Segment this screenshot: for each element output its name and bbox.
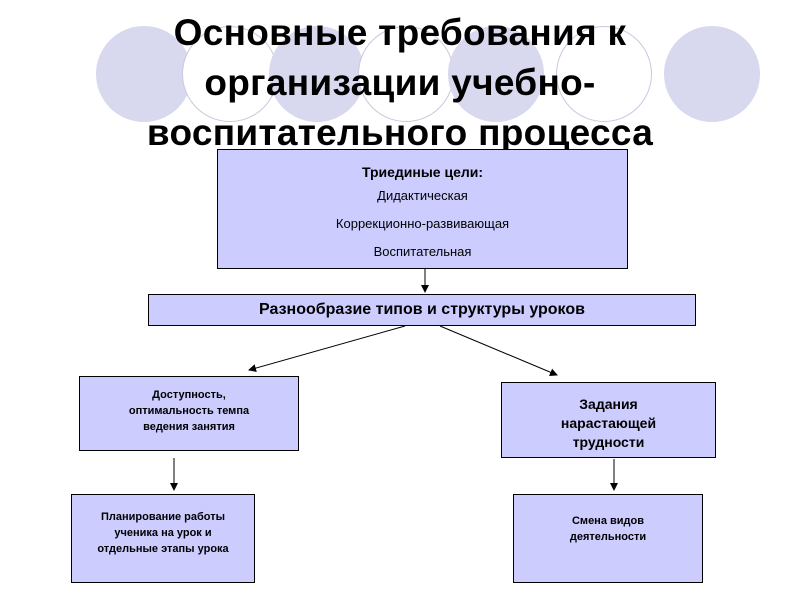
goal-item: Коррекционно-развивающая <box>335 216 510 231</box>
accessibility-line: Доступность, <box>152 389 226 401</box>
title-line-2: организации учебно- <box>204 62 596 103</box>
goal-item: Воспитательная <box>373 244 472 259</box>
activity-box: Смена видов деятельности <box>513 494 703 583</box>
goal-item: Дидактическая <box>377 188 468 203</box>
variety-label: Разнообразие типов и структуры уроков <box>259 301 585 318</box>
decor-circle-3 <box>269 26 365 122</box>
decor-circle-2 <box>182 26 278 122</box>
planning-box: Планирование работы ученика на урок и от… <box>71 494 255 583</box>
title-line-3: воспитательного процесса <box>146 112 654 153</box>
decor-circle-6 <box>556 26 652 122</box>
planning-line: отдельные этапы урока <box>97 543 229 555</box>
accessibility-line: ведения занятия <box>143 421 235 433</box>
variety-box: Разнообразие типов и структуры уроков <box>148 294 696 326</box>
goals-heading: Триединые цели: <box>361 164 484 180</box>
activity-line: деятельности <box>569 531 647 543</box>
title-line-1: Основные требования к <box>173 12 627 53</box>
decor-circle-1 <box>96 26 192 122</box>
tasks-line: трудности <box>572 434 645 450</box>
planning-line: Планирование работы <box>100 511 226 523</box>
arrow-variety-to-tasks <box>439 325 558 376</box>
planning-line: ученика на урок и <box>114 527 212 539</box>
tasks-box: Задания нарастающей трудности <box>501 382 716 458</box>
accessibility-box: Доступность, оптимальность темпа ведения… <box>79 376 299 451</box>
goals-box: Триединые цели: Дидактическая Коррекцион… <box>217 149 628 269</box>
slide-title: Основные требования к организации учебно… <box>0 8 800 158</box>
decor-circle-5 <box>448 26 544 122</box>
accessibility-line: оптимальность темпа <box>128 405 250 417</box>
decor-circle-7 <box>664 26 760 122</box>
tasks-line: Задания <box>579 396 638 412</box>
tasks-line: нарастающей <box>560 415 657 431</box>
activity-line: Смена видов <box>571 515 644 527</box>
arrow-variety-to-accessibility <box>248 325 406 372</box>
